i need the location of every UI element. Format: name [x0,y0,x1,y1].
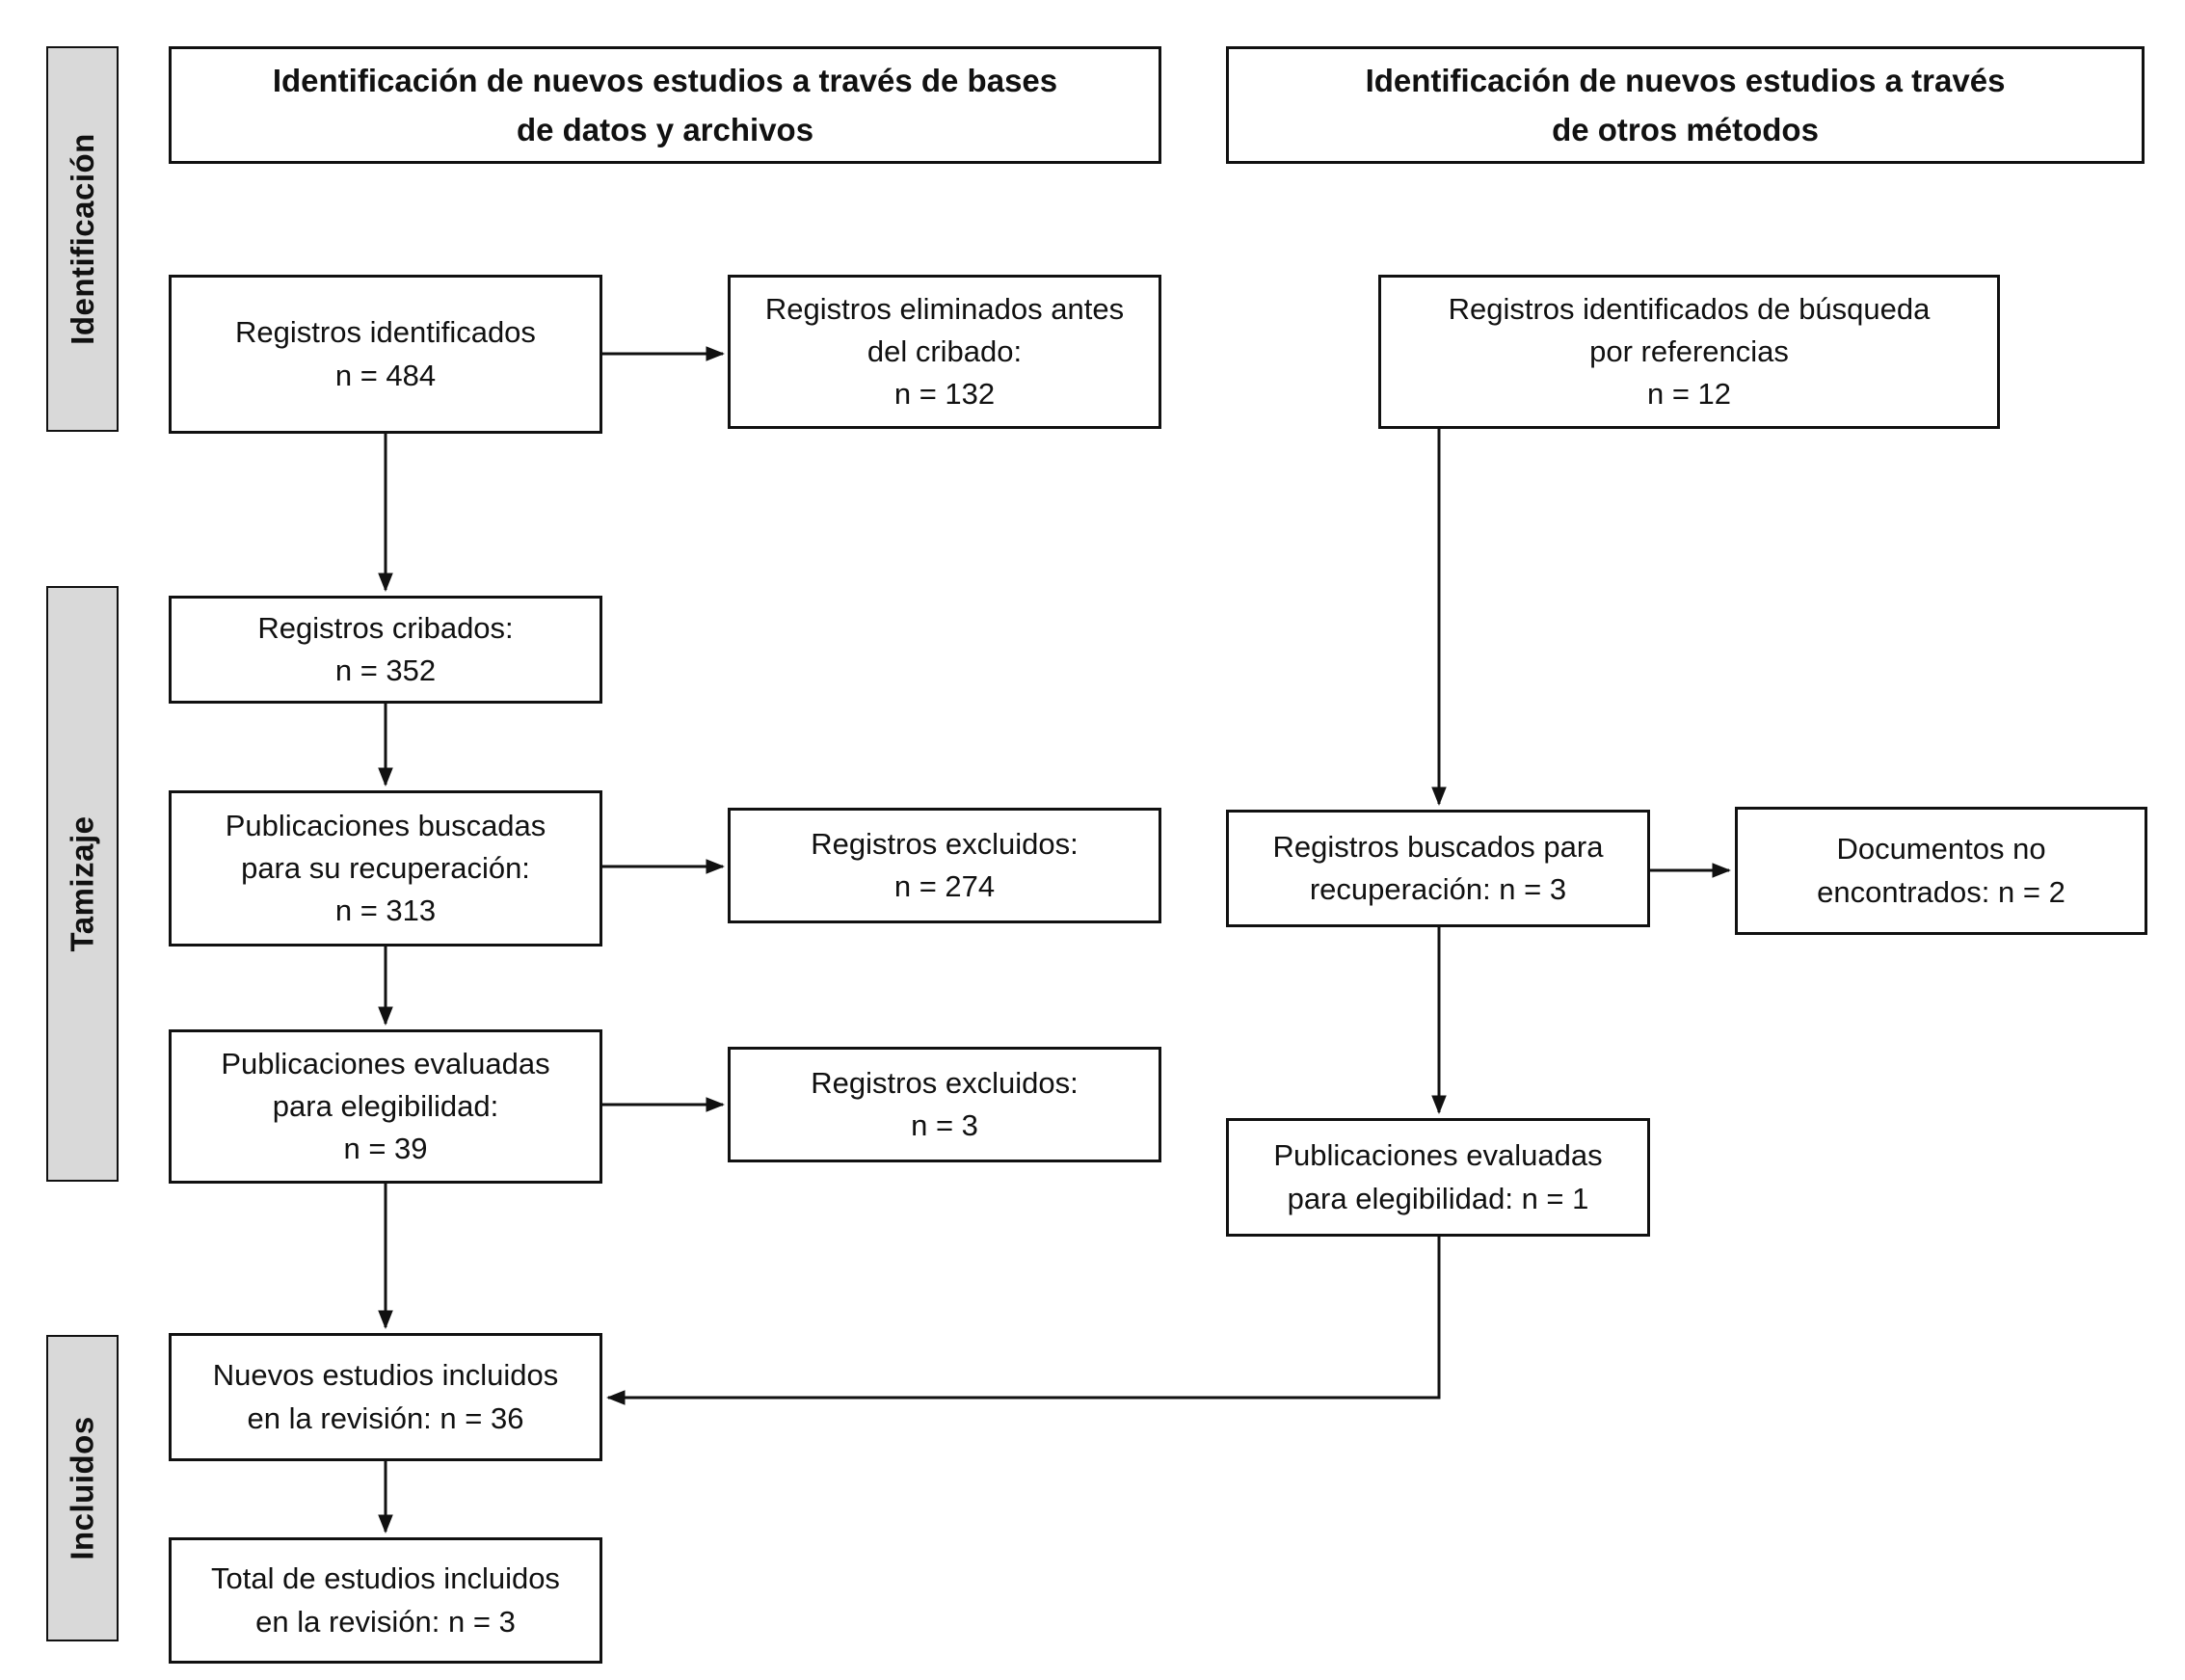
flow-box-line: por referencias [1589,333,1789,368]
flow-box-line: Documentos no [1836,832,2046,867]
flow-box-line: n = 352 [334,653,437,687]
stage-bar-included: Incluidos [46,1335,119,1641]
flow-box-records-identified: Registros identificados n = 484 [169,275,602,434]
flow-box-records-excluded-3: Registros excluidos: n = 3 [728,1047,1161,1162]
flow-box-line: Registros identificados [235,315,536,350]
flow-box-line: Registros excluidos: [811,826,1079,861]
flow-box-total-studies-included: Total de estudios incluidos en la revisi… [169,1537,602,1664]
flow-box-records-identified-references: Registros identificados de búsqueda por … [1378,275,2000,429]
flow-box-line: n = 12 [1646,377,1732,411]
header-other-methods-line2: de otros métodos [1552,112,1819,147]
flow-box-line: n = 132 [893,377,996,411]
header-databases-line2: de datos y archivos [516,112,814,147]
flow-box-line: en la revisión: n = 3 [255,1604,516,1639]
header-other-methods-line1: Identificación de nuevos estudios a trav… [1365,62,2006,98]
flow-box-line: Registros excluidos: [811,1065,1079,1100]
flow-box-publications-assessed-eligibility-refs: Publicaciones evaluadas para elegibilida… [1226,1118,1650,1237]
flow-box-reports-sought: Publicaciones buscadas para su recuperac… [169,790,602,947]
stage-label-included: Incluidos [64,1416,100,1560]
flow-box-records-removed-before-screening: Registros eliminados antes del cribado: … [728,275,1161,429]
flow-box-line: Registros buscados para [1272,829,1604,864]
flow-box-records-sought-retrieval: Registros buscados para recuperación: n … [1226,810,1650,927]
header-databases-archives: Identificación de nuevos estudios a trav… [169,46,1161,164]
flow-box-line: Publicaciones evaluadas [1273,1138,1603,1173]
flow-box-records-excluded-274: Registros excluidos: n = 274 [728,808,1161,923]
flow-box-line: encontrados: n = 2 [1817,874,2065,909]
flow-box-line: n = 313 [334,893,437,927]
flow-box-reports-assessed: Publicaciones evaluadas para elegibilida… [169,1029,602,1184]
flow-box-line: Publicaciones buscadas [225,808,546,842]
flow-box-line: Registros cribados: [257,610,514,645]
flow-box-line: Total de estudios incluidos [211,1561,560,1596]
flow-box-line: n = 484 [334,358,437,392]
flow-box-line: Nuevos estudios incluidos [212,1358,559,1393]
flow-box-line: n = 39 [343,1132,428,1165]
flow-box-new-studies-included: Nuevos estudios incluidos en la revisión… [169,1333,602,1461]
flow-box-line: para su recuperación: [241,850,530,885]
flow-box-line: Publicaciones evaluadas [221,1046,550,1080]
flow-box-records-screened: Registros cribados: n = 352 [169,596,602,704]
arrow-refs-assessed-to-new-studies [606,1237,1441,1405]
flow-box-line: n = 274 [893,869,996,903]
flow-box-line: Registros identificados de búsqueda [1448,291,1931,326]
flow-box-line: n = 3 [911,1108,978,1142]
stage-bar-screening: Tamizaje [46,586,119,1182]
flow-box-line: Registros eliminados antes [764,291,1125,326]
stage-label-identification: Identificación [64,133,100,345]
stage-bar-identification: Identificación [46,46,119,432]
header-databases-line1: Identificación de nuevos estudios a trav… [272,62,1058,98]
flow-box-documents-not-found: Documentos no encontrados: n = 2 [1735,807,2147,935]
flow-box-line: recuperación: n = 3 [1309,872,1567,906]
flow-box-line: para elegibilidad: [272,1088,499,1123]
flow-box-line: para elegibilidad: n = 1 [1287,1181,1589,1215]
stage-label-screening: Tamizaje [64,815,100,952]
header-other-methods: Identificación de nuevos estudios a trav… [1226,46,2145,164]
flow-box-line: del cribado: [866,333,1023,368]
flow-box-line: en la revisión: n = 36 [247,1400,524,1435]
